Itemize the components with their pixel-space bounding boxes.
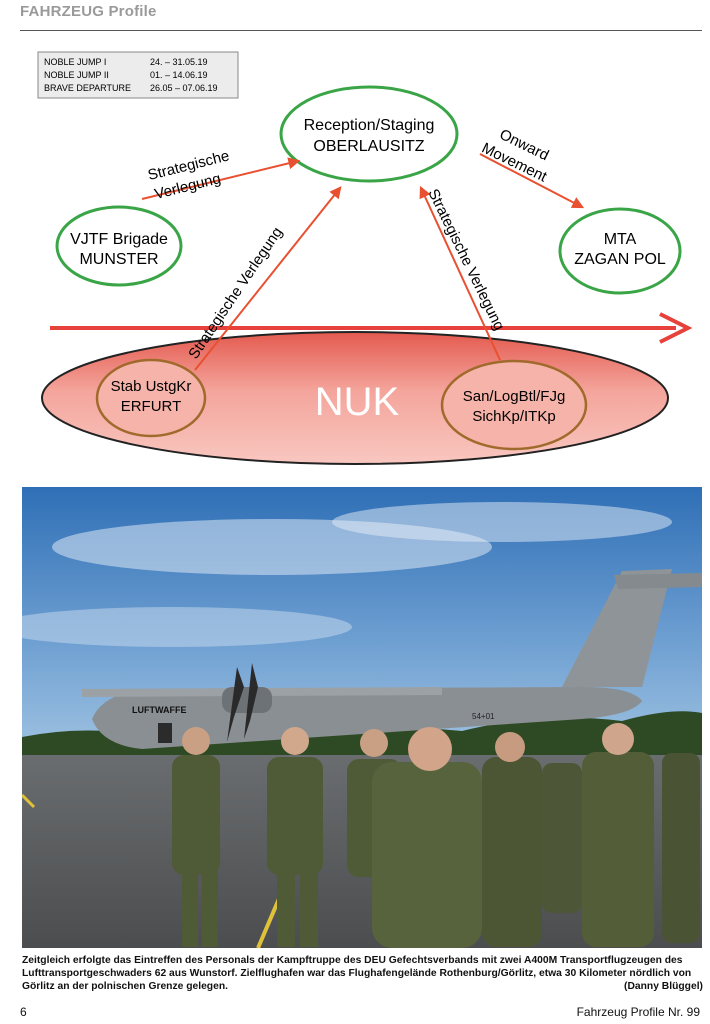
exercise-box: NOBLE JUMP I 24. – 31.05.19 NOBLE JUMP I… [37,51,239,99]
vjtf-node [55,205,183,287]
reception-node [279,85,459,183]
reception-line1: Reception/Staging [304,117,435,134]
caption-text: Zeitgleich erfolgte das Eintreffen des P… [22,955,692,992]
exercise-name-2: NOBLE JUMP II [44,70,109,80]
page-number: 6 [20,1005,27,1019]
exercise-name-3: BRAVE DEPARTURE [44,83,131,93]
label-onward: Onward Movement [479,126,551,186]
stab-line2: ERFURT [121,398,182,415]
mta-line1: MTA [604,231,637,248]
photo-caption: Zeitgleich erfolgte das Eintreffen des P… [22,954,703,993]
arrow-stab-to-reception [194,186,342,371]
horizontal-arrow-head [659,312,693,344]
san-node [440,359,588,451]
aircraft-tail-number: 54+01 [472,712,495,721]
arrow-san-to-reception [419,185,501,361]
aircraft-text: LUFTWAFFE [132,705,187,715]
stab-line1: Stab UstgKr [111,378,192,395]
header-title: FAHRZEUG Profile [20,3,157,20]
mta-node [558,207,682,295]
arrow-vjtf-to-reception [141,157,301,200]
san-line1: San/LogBtl/FJg [463,388,566,405]
vjtf-line2: MUNSTER [79,251,158,268]
a400m-aircraft: LUFTWAFFE 54+01 [82,569,702,749]
header-rule [20,30,702,31]
exercise-name-1: NOBLE JUMP I [44,57,106,67]
exercise-dates-1: 24. – 31.05.19 [150,57,208,67]
stab-node [95,358,207,438]
mta-line2: ZAGAN POL [574,251,666,268]
label-top-left: Strategische Verlegung [146,147,231,203]
exercise-dates-3: 26.05 – 07.06.19 [150,83,218,93]
vjtf-line1: VJTF Brigade [70,231,168,248]
soldiers-group [172,723,700,948]
deployment-diagram: NOBLE JUMP I 24. – 31.05.19 NOBLE JUMP I… [37,51,693,465]
airfield-photo: LUFTWAFFE 54+01 [22,487,702,948]
caption-credit: (Danny Blüggel) [624,981,703,992]
publication-title: Fahrzeug Profile Nr. 99 [576,1005,700,1019]
nuk-label: NUK [315,380,400,424]
label-diag-right: Strategische Verlegung [424,186,507,333]
reception-line2: OBERLAUSITZ [313,138,424,155]
arrow-reception-to-mta [479,153,585,209]
exercise-dates-2: 01. – 14.06.19 [150,70,208,80]
san-line2: SichKp/ITKp [472,408,555,425]
